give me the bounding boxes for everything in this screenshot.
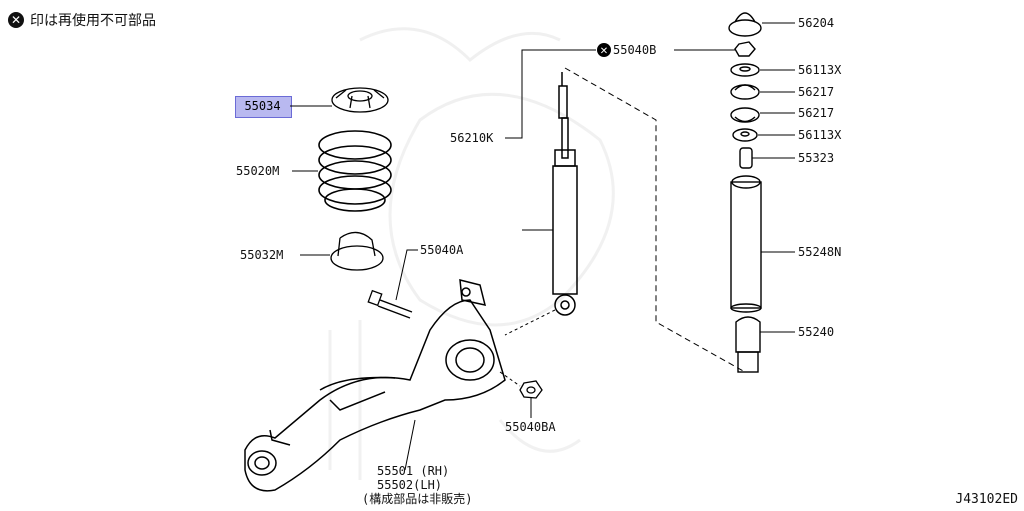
part-55032M-shape bbox=[330, 231, 384, 271]
part-55040BA-shape bbox=[519, 380, 543, 399]
watermark bbox=[328, 27, 615, 480]
part-label-55502-lh[interactable]: 55502(LH) bbox=[377, 478, 442, 492]
part-56217-lower-shape bbox=[730, 107, 760, 123]
part-note-not-sold: (構成部品は非販売) bbox=[362, 491, 472, 506]
part-label-55040B[interactable]: 55040B bbox=[613, 43, 656, 57]
part-55034-shape bbox=[331, 87, 389, 113]
part-label-55034[interactable]: 55034 bbox=[244, 99, 281, 113]
legend: ✕ 印は再使用不可部品 bbox=[8, 10, 156, 30]
part-55240-shape bbox=[735, 316, 761, 373]
part-label-55020M[interactable]: 55020M bbox=[236, 164, 279, 178]
x-circle-icon bbox=[597, 43, 611, 57]
part-55323-shape bbox=[739, 147, 753, 169]
part-label-55248N[interactable]: 55248N bbox=[798, 245, 841, 259]
part-56113X-upper-shape bbox=[730, 63, 760, 77]
svg-text:✕: ✕ bbox=[600, 46, 608, 57]
part-55040B-shape bbox=[734, 41, 756, 57]
legend-text: 印は再使用不可部品 bbox=[30, 13, 156, 29]
part-label-56217[interactable]: 56217 bbox=[798, 106, 834, 120]
diagram-code: J43102ED bbox=[955, 492, 1018, 507]
part-56113X-lower-shape bbox=[732, 128, 758, 142]
part-55501-shape bbox=[244, 279, 506, 492]
part-labels: 56204 ✕ 55040B 56113X 56217 56217 56113X… bbox=[236, 16, 842, 506]
part-label-56210K[interactable]: 56210K bbox=[450, 131, 494, 145]
part-label-55501-rh[interactable]: 55501 (RH) bbox=[377, 464, 449, 478]
part-55040A-shape bbox=[367, 289, 413, 319]
part-55248N-shape bbox=[730, 175, 762, 313]
part-56210K-shape bbox=[552, 72, 578, 316]
x-circle-icon: ✕ bbox=[8, 12, 24, 28]
part-label-55032M[interactable]: 55032M bbox=[240, 248, 283, 262]
part-label-55240[interactable]: 55240 bbox=[798, 325, 834, 339]
part-label-55323[interactable]: 55323 bbox=[798, 151, 834, 165]
part-label-56113X[interactable]: 56113X bbox=[798, 63, 842, 77]
part-label-55040BA[interactable]: 55040BA bbox=[505, 420, 556, 434]
highlighted-part-box bbox=[235, 96, 292, 118]
part-55020M-shape bbox=[318, 130, 392, 212]
part-56217-upper-shape bbox=[730, 84, 760, 100]
part-label-56204[interactable]: 56204 bbox=[798, 16, 834, 30]
part-56204-shape bbox=[728, 12, 762, 37]
part-label-56217[interactable]: 56217 bbox=[798, 85, 834, 99]
part-label-56113X[interactable]: 56113X bbox=[798, 128, 842, 142]
part-label-55040A[interactable]: 55040A bbox=[420, 243, 464, 257]
